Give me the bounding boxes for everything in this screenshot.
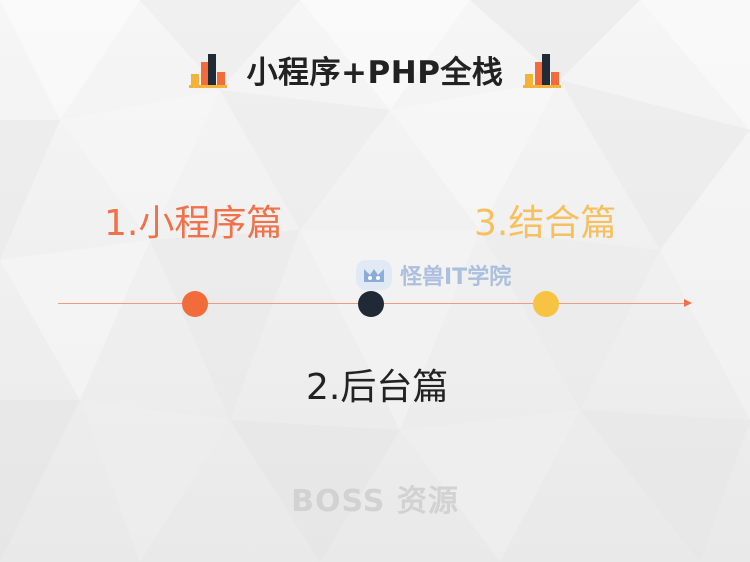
monster-logo-icon [356,260,392,290]
watermark-text: 怪兽IT学院 [400,265,512,290]
stage-3-label: 3.结合篇 [474,203,617,244]
stage-2-label: 2.后台篇 [306,367,449,408]
stage-1-label: 1.小程序篇 [104,203,283,244]
bar-chart-icon [187,48,229,90]
timeline-dot-3 [533,291,559,317]
timeline-dot-2 [358,291,384,317]
page-title: 小程序+PHP全栈 [246,54,504,91]
footer-watermark: BOSS 资源 [291,484,459,519]
title-row: 小程序+PHP全栈 [0,44,750,94]
timeline-dot-1 [182,291,208,317]
arrow-right-icon [684,299,692,307]
watermark: 怪兽IT学院 [356,258,511,292]
bar-chart-icon [521,48,563,90]
